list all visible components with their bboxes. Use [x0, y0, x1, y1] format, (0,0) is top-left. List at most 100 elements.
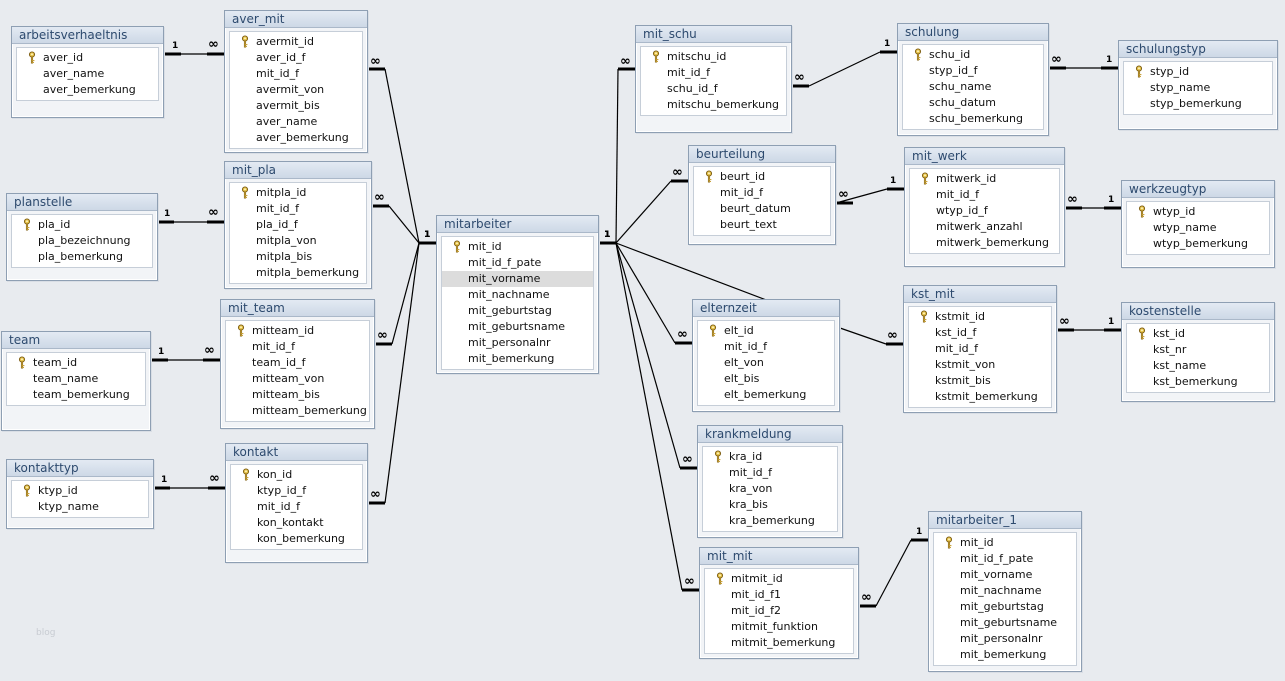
field-row[interactable]: aver_id	[17, 50, 158, 66]
relationship-line[interactable]	[384, 242, 420, 504]
field-row[interactable]: schu_datum	[903, 95, 1043, 111]
field-row[interactable]: mitpla_id	[230, 185, 366, 201]
relationship-schulung-mit-schu[interactable]: 1∞	[792, 39, 897, 88]
relationship-line[interactable]	[615, 180, 672, 244]
field-row[interactable]: aver_id_f	[230, 50, 362, 66]
field-row[interactable]: kon_kontakt	[231, 515, 362, 531]
relationship-mitarbeiter-kontakt[interactable]: 1∞	[368, 230, 436, 505]
field-row[interactable]: mitschu_id	[641, 49, 786, 65]
field-row[interactable]: mit_nachname	[442, 287, 593, 303]
relationship-mitarbeiter-beurteilung[interactable]: 1∞	[599, 165, 688, 245]
relationship-line[interactable]	[615, 242, 683, 591]
field-row[interactable]: mitteam_id	[226, 323, 369, 339]
field-row[interactable]: mit_vorname	[442, 271, 593, 287]
table-title[interactable]: mit_werk	[905, 148, 1064, 165]
relationship-mitarbeiter-aver-mit[interactable]: 1∞	[368, 54, 436, 245]
field-row[interactable]: kst_id	[1127, 326, 1269, 342]
field-row[interactable]: pla_bemerkung	[12, 249, 152, 265]
field-row[interactable]: mit_id_f	[226, 339, 369, 355]
field-row[interactable]: mitpla_von	[230, 233, 366, 249]
table-title[interactable]: mitarbeiter	[437, 216, 598, 233]
field-row[interactable]: kra_von	[703, 481, 837, 497]
field-row[interactable]: mit_id	[934, 535, 1076, 551]
field-row[interactable]: kst_id_f	[909, 325, 1051, 341]
relationship-line[interactable]	[875, 539, 912, 607]
field-row[interactable]: mitwerk_id	[910, 171, 1059, 187]
field-row[interactable]: wtyp_id	[1127, 204, 1269, 220]
relationship-planstelle-mit-pla[interactable]: 1∞	[158, 205, 224, 224]
field-row[interactable]: styp_id_f	[903, 63, 1043, 79]
field-row[interactable]: mitpla_bis	[230, 249, 366, 265]
field-row[interactable]: mit_id_f_pate	[442, 255, 593, 271]
relationship-mitarbeiter-elternzeit[interactable]: 1∞	[599, 230, 692, 345]
table-title[interactable]: mit_schu	[636, 26, 791, 43]
field-row[interactable]: kstmit_bis	[909, 373, 1051, 389]
relationship-line[interactable]	[615, 68, 619, 244]
relationship-line[interactable]	[808, 51, 881, 87]
table-title[interactable]: planstelle	[7, 194, 157, 211]
field-row[interactable]: kst_name	[1127, 358, 1269, 374]
field-row[interactable]: wtyp_name	[1127, 220, 1269, 236]
field-row[interactable]: mitwerk_anzahl	[910, 219, 1059, 235]
field-row[interactable]: mit_id_f	[230, 201, 366, 217]
field-row[interactable]: schu_id_f	[641, 81, 786, 97]
table-title[interactable]: aver_mit	[225, 11, 367, 28]
field-row[interactable]: mitteam_bis	[226, 387, 369, 403]
field-row[interactable]: mit_id_f_pate	[934, 551, 1076, 567]
field-row[interactable]: mit_personalnr	[934, 631, 1076, 647]
field-row[interactable]: aver_bemerkung	[230, 130, 362, 146]
relationship-beurteilung-mit-werk[interactable]: 1∞	[835, 176, 904, 205]
table-title[interactable]: elternzeit	[693, 300, 839, 317]
table-title[interactable]: mit_mit	[700, 548, 858, 565]
field-row[interactable]: mit_bemerkung	[442, 351, 593, 367]
field-row[interactable]: mit_id_f	[910, 187, 1059, 203]
field-row[interactable]: mit_geburtsname	[934, 615, 1076, 631]
field-row[interactable]: schu_name	[903, 79, 1043, 95]
field-row[interactable]: styp_bemerkung	[1124, 96, 1272, 112]
table-title[interactable]: team	[2, 332, 150, 349]
table-title[interactable]: kontakt	[226, 444, 367, 461]
field-row[interactable]: styp_name	[1124, 80, 1272, 96]
field-row[interactable]: kstmit_bemerkung	[909, 389, 1051, 405]
field-row[interactable]: kra_bemerkung	[703, 513, 837, 529]
field-row[interactable]: elt_id	[698, 323, 834, 339]
field-row[interactable]: mit_id_f2	[705, 603, 853, 619]
field-row[interactable]: team_id	[7, 355, 145, 371]
field-row[interactable]: mitwerk_bemerkung	[910, 235, 1059, 251]
field-row[interactable]: beurt_datum	[694, 201, 830, 217]
field-row[interactable]: kon_bemerkung	[231, 531, 362, 547]
field-row[interactable]: pla_id_f	[230, 217, 366, 233]
field-row[interactable]: wtyp_bemerkung	[1127, 236, 1269, 252]
relationship-mitarbeiter-mit-mit[interactable]: 1∞	[599, 230, 699, 592]
field-row[interactable]: ktyp_id_f	[231, 483, 362, 499]
table-title[interactable]: arbeitsverhaeltnis	[12, 27, 163, 44]
relationship-werkzeugtyp-mit-werk[interactable]: 1∞	[1065, 192, 1121, 210]
field-row[interactable]: team_bemerkung	[7, 387, 145, 403]
field-row[interactable]: kstmit_id	[909, 309, 1051, 325]
relationship-line[interactable]	[391, 242, 420, 345]
relationship-schulungstyp-schulung[interactable]: 1∞	[1049, 52, 1118, 70]
table-title[interactable]: beurteilung	[689, 146, 835, 163]
field-row[interactable]: kstmit_von	[909, 357, 1051, 373]
field-row[interactable]: mitmit_funktion	[705, 619, 853, 635]
relationship-mitarbeiter-1-mit-mit[interactable]: 1∞	[859, 527, 928, 608]
table-title[interactable]: mitarbeiter_1	[929, 512, 1081, 529]
field-row[interactable]: pla_bezeichnung	[12, 233, 152, 249]
table-title[interactable]: kst_mit	[904, 286, 1056, 303]
table-title[interactable]: krankmeldung	[698, 426, 842, 443]
field-row[interactable]: mit_id_f	[230, 66, 362, 82]
